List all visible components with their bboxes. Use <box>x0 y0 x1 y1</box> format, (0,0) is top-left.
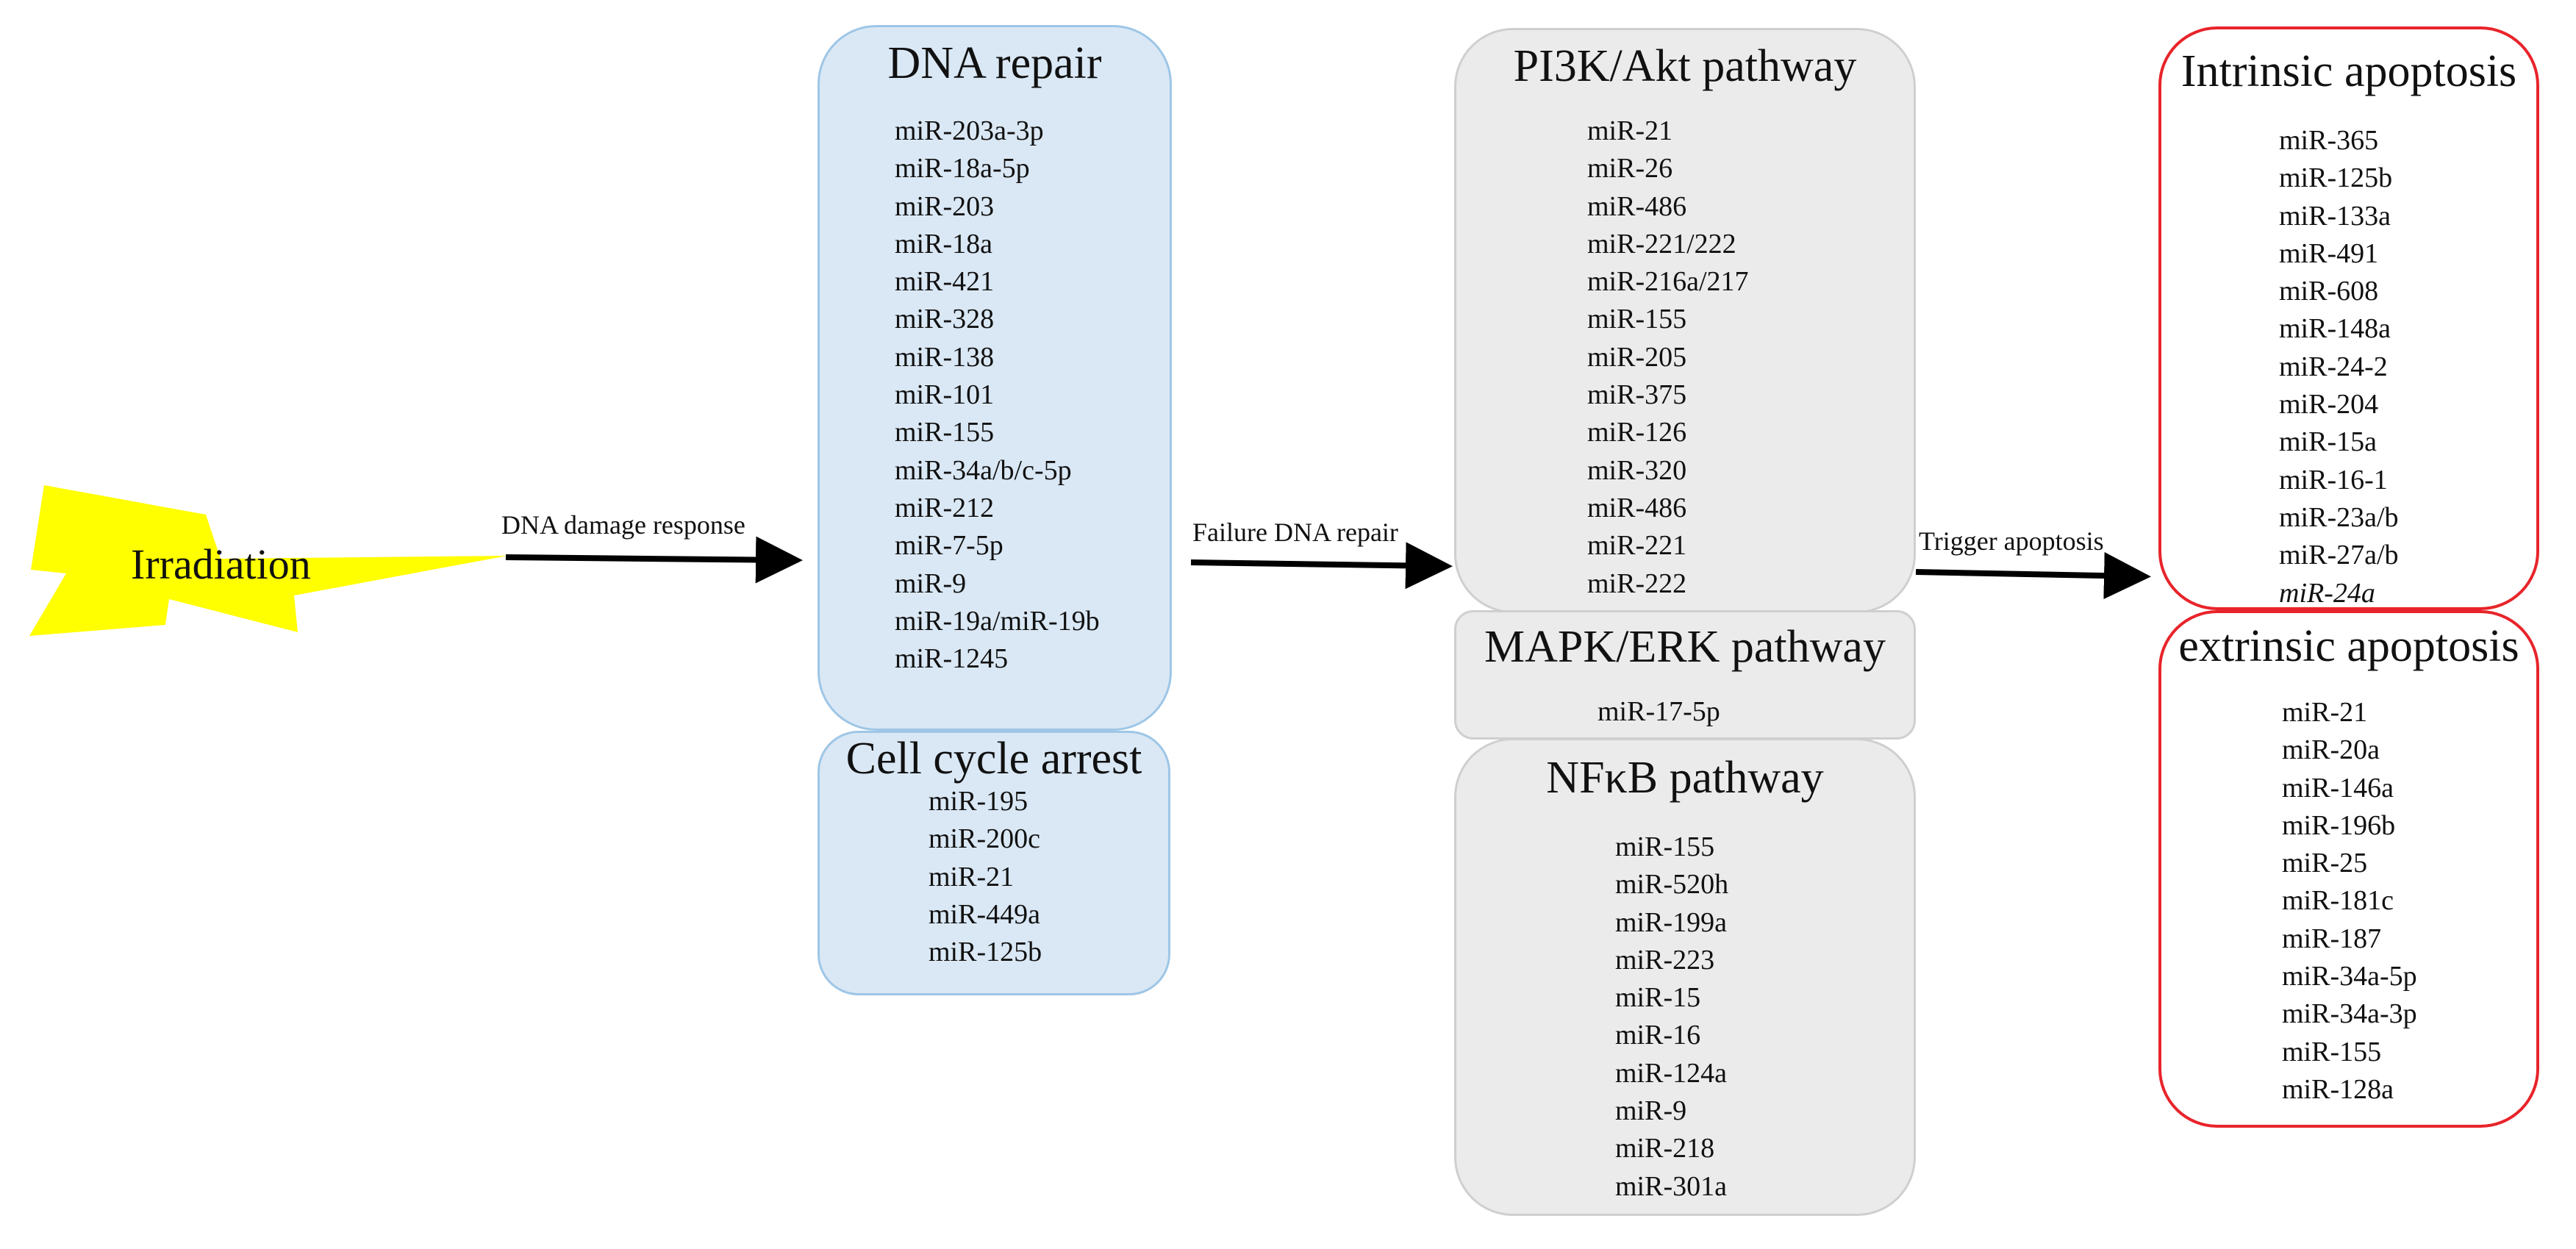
mirna-item: miR-205 <box>1587 341 1687 373</box>
mirna-item: miR-23a/b <box>2279 501 2399 533</box>
mirna-item: miR-15a <box>2279 426 2377 458</box>
mirna-item: miR-15 <box>1615 982 1701 1014</box>
mirna-item: miR-155 <box>895 417 995 448</box>
mirna-item: miR-124a <box>1615 1057 1727 1089</box>
mirna-item: miR-126 <box>1587 417 1687 448</box>
arrow-label-dna-damage-response: DNA damage response <box>501 510 745 540</box>
mirna-item: miR-203 <box>895 190 995 222</box>
extrinsic-apoptosis-title: extrinsic apoptosis <box>2178 621 2519 671</box>
mirna-item: miR-19a/miR-19b <box>895 605 1100 637</box>
mirna-item: miR-203a-3p <box>895 115 1044 146</box>
mirna-item: miR-421 <box>895 266 995 298</box>
arrow-label-trigger-apoptosis: Trigger apoptosis <box>1919 526 2104 556</box>
mirna-item: miR-25 <box>2282 848 2368 879</box>
mirna-item: miR-222 <box>1587 568 1687 599</box>
mirna-item: miR-196b <box>2282 809 2396 841</box>
mirna-item: miR-486 <box>1587 190 1687 222</box>
extrinsic-apoptosis-box: extrinsic apoptosis miR-21 miR-20a miR-146… <box>2158 610 2539 1128</box>
mapk-erk-list: miR-17-5p <box>1598 693 1720 731</box>
mirna-item: miR-155 <box>2282 1036 2382 1067</box>
mirna-item: miR-181c <box>2282 885 2394 917</box>
mirna-item: miR-187 <box>2282 923 2382 954</box>
mirna-item: miR-200c <box>929 823 1040 855</box>
mirna-item: miR-9 <box>895 568 967 599</box>
mirna-item: miR-449a <box>929 898 1040 930</box>
mirna-item: miR-7-5p <box>895 530 1003 562</box>
mirna-item: miR-138 <box>895 341 995 373</box>
mirna-item: miR-491 <box>2279 237 2379 269</box>
arrow-label-failure-dna-repair: Failure DNA repair <box>1192 518 1398 547</box>
mirna-item: miR-155 <box>1587 304 1687 335</box>
intrinsic-apoptosis-title: Intrinsic apoptosis <box>2180 46 2517 96</box>
mirna-item: miR-216a/217 <box>1587 266 1749 298</box>
mirna-item: miR-320 <box>1587 454 1687 486</box>
mirna-item: miR-125b <box>2279 162 2393 194</box>
mirna-item: miR-125b <box>929 937 1042 968</box>
mirna-item: miR-608 <box>2279 276 2379 307</box>
pi3k-akt-list: miR-21 miR-26 miR-486 miR-221/222 miR-216a/2… <box>1587 112 1749 603</box>
mirna-item: miR-24-2 <box>2279 351 2388 382</box>
nfkb-list: miR-155 miR-520h miR-199a miR-223 miR-15 miR-… <box>1615 829 1728 1206</box>
mirna-item: miR-21 <box>1587 115 1673 146</box>
arrow-failure-dna-repair <box>1190 542 1453 590</box>
dna-repair-list: miR-203a-3p miR-18a-5p miR-203 miR-18a miR-4… <box>895 112 1100 678</box>
mirna-item: miR-16 <box>1615 1020 1701 1051</box>
cell-cycle-arrest-title: Cell cycle arrest <box>845 734 1142 784</box>
pi3k-akt-title: PI3K/Akt pathway <box>1513 41 1857 91</box>
mirna-item: miR-24a <box>2279 577 2375 609</box>
mirna-item: miR-204 <box>2279 389 2379 420</box>
mirna-item: miR-34a/b/c-5p <box>895 454 1072 486</box>
mapk-erk-title: MAPK/ERK pathway <box>1484 622 1886 672</box>
cell-cycle-arrest-list: miR-195 miR-200c miR-21 miR-449a miR-125b <box>929 783 1042 971</box>
mirna-item: miR-1245 <box>895 643 1009 675</box>
mirna-item: miR-21 <box>929 861 1015 892</box>
mirna-item: miR-18a-5p <box>895 153 1030 185</box>
mirna-item: miR-128a <box>2282 1073 2394 1105</box>
mirna-item: miR-375 <box>1587 379 1687 411</box>
dna-repair-title: DNA repair <box>887 38 1102 88</box>
mirna-item: miR-148a <box>2279 313 2391 345</box>
arrow-dna-damage-response <box>505 536 803 584</box>
mirna-item: miR-27a/b <box>2279 540 2399 571</box>
intrinsic-apoptosis-list: miR-365 miR-125b miR-133a miR-491 miR-608 miR… <box>2279 122 2399 612</box>
mirna-item: miR-301a <box>1615 1170 1727 1202</box>
mirna-item: miR-520h <box>1615 869 1729 901</box>
nfkb-title: NFκB pathway <box>1546 753 1824 803</box>
mirna-item: miR-17-5p <box>1598 696 1720 727</box>
mirna-item: miR-221 <box>1587 530 1687 562</box>
intrinsic-apoptosis-box: Intrinsic apoptosis miR-365 miR-125b miR-1… <box>2158 26 2539 610</box>
mirna-item: miR-16-1 <box>2279 464 2388 495</box>
mirna-item: miR-133a <box>2279 200 2391 232</box>
mapk-erk-box: MAPK/ERK pathway miR-17-5p <box>1454 610 1916 740</box>
arrow-trigger-apoptosis <box>1915 552 2151 600</box>
mirna-item: miR-223 <box>1615 944 1715 976</box>
mirna-item: miR-101 <box>895 379 995 411</box>
mirna-item: miR-26 <box>1587 153 1673 185</box>
mirna-item: miR-34a-5p <box>2282 961 2417 992</box>
mirna-item: miR-218 <box>1615 1133 1715 1164</box>
extrinsic-apoptosis-list: miR-21 miR-20a miR-146a miR-196b miR-25 miR-1… <box>2282 694 2417 1109</box>
mirna-item: miR-18a <box>895 228 992 260</box>
irradiation-bolt <box>29 485 507 636</box>
mirna-item: miR-328 <box>895 304 995 335</box>
mirna-item: miR-155 <box>1615 831 1715 862</box>
mirna-item: miR-21 <box>2282 697 2368 728</box>
mirna-item: miR-34a-3p <box>2282 998 2417 1030</box>
irradiation-label: Irradiation <box>131 540 311 588</box>
mirna-item: miR-20a <box>2282 734 2380 766</box>
mirna-item: miR-212 <box>895 492 995 523</box>
mirna-item: miR-221/222 <box>1587 228 1736 260</box>
mirna-item: miR-365 <box>2279 125 2379 156</box>
mirna-item: miR-9 <box>1615 1095 1687 1127</box>
mirna-item: miR-486 <box>1587 492 1687 523</box>
mirna-item: miR-195 <box>929 786 1028 817</box>
mirna-item: miR-146a <box>2282 772 2394 804</box>
mirna-item: miR-199a <box>1615 906 1727 938</box>
